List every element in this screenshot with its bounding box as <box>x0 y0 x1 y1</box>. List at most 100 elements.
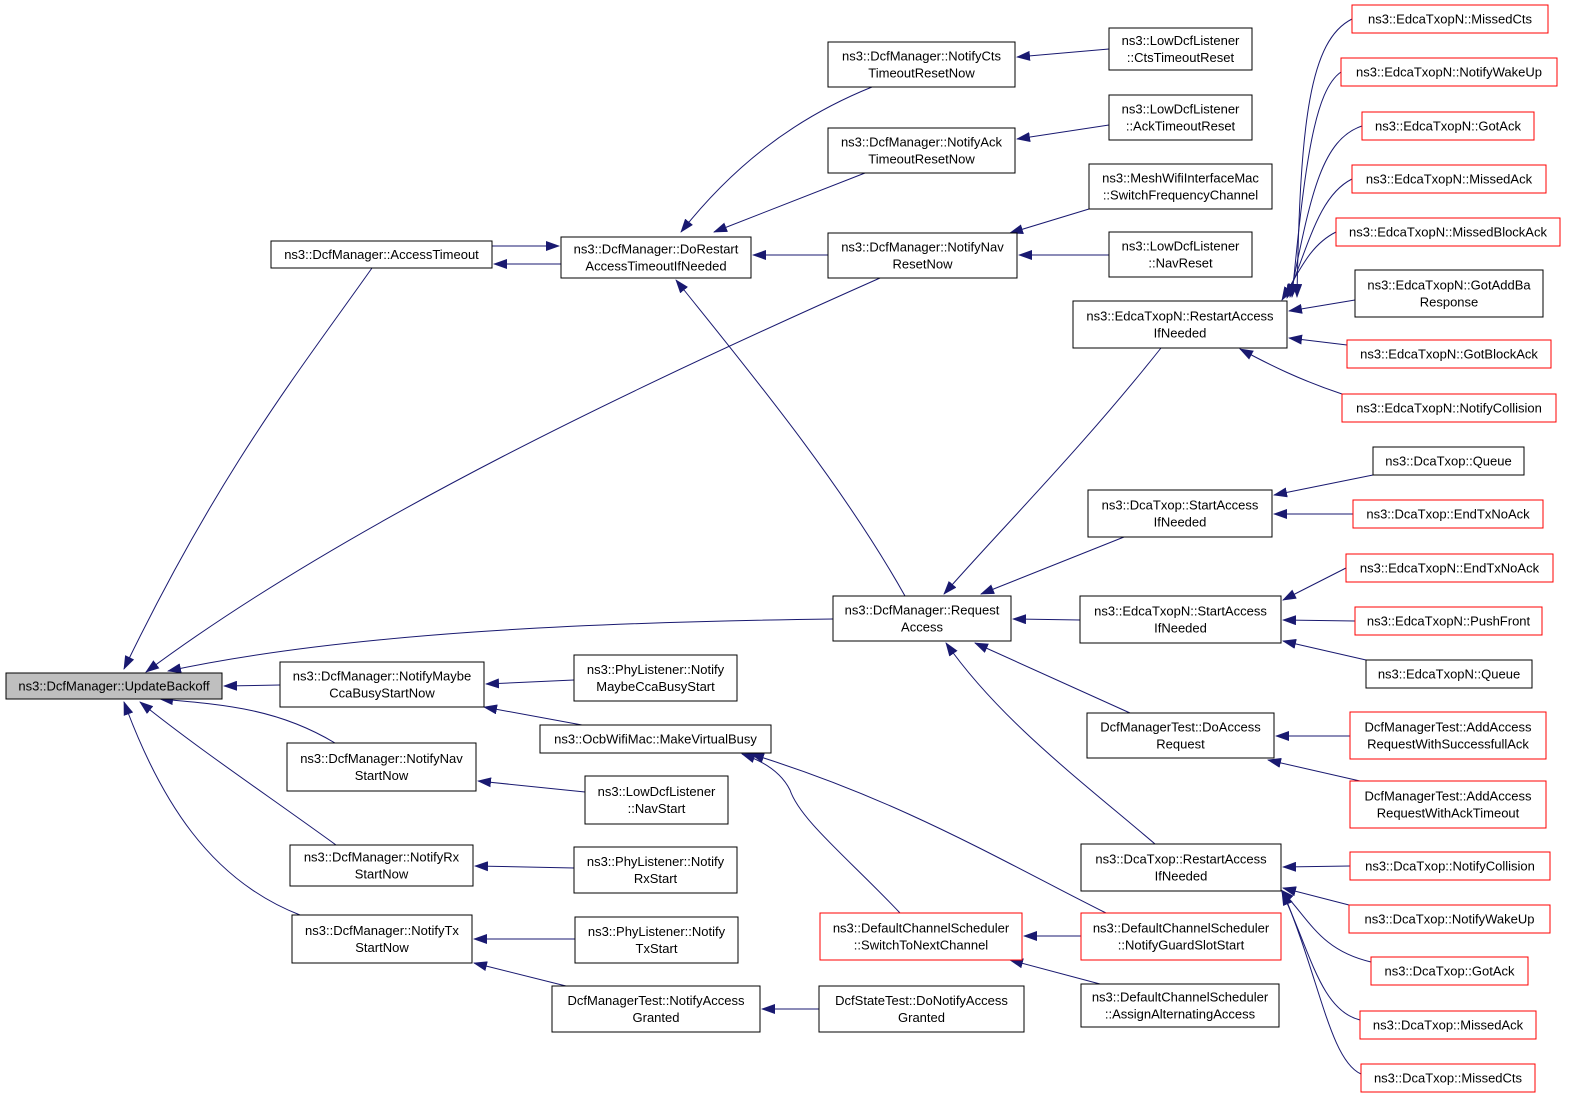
function-node[interactable]: ns3::DcfManager::AccessTimeout <box>270 240 493 269</box>
function-node[interactable]: ns3::DcfManager::NotifyMaybeCcaBusyStart… <box>279 661 485 708</box>
call-edge <box>680 86 873 233</box>
call-edge <box>485 678 575 689</box>
function-node[interactable]: DcfManagerTest::AddAccessRequestWithAckT… <box>1349 780 1547 829</box>
function-node[interactable]: ns3::DcaTxop::MissedAck <box>1359 1010 1537 1040</box>
node-box <box>1345 553 1554 583</box>
node-label: ns3::DcfManager::NotifyNav <box>300 751 463 766</box>
node-box <box>539 724 772 754</box>
node-box <box>1340 57 1558 87</box>
node-box <box>1080 983 1280 1028</box>
function-node[interactable]: ns3::EdcaTxopN::MissedBlockAck <box>1335 217 1561 247</box>
node-label: ns3::DcfManager::NotifyTx <box>305 923 459 938</box>
function-node[interactable]: ns3::PhyListener::NotifyMaybeCcaBusyStar… <box>573 654 738 702</box>
node-box <box>1354 269 1544 318</box>
function-node[interactable]: ns3::LowDcfListener::CtsTimeoutReset <box>1108 27 1253 71</box>
node-label: ns3::EdcaTxopN::EndTxNoAck <box>1360 561 1540 576</box>
node-box <box>1351 164 1547 194</box>
call-edge <box>1282 886 1350 906</box>
function-node[interactable]: ns3::DcaTxop::NotifyWakeUp <box>1348 904 1551 934</box>
function-node[interactable]: ns3::EdcaTxopN::EndTxNoAck <box>1345 553 1554 583</box>
function-node[interactable]: ns3::DcaTxop::NotifyCollision <box>1349 851 1551 881</box>
function-node[interactable]: ns3::LowDcfListener::AckTimeoutReset <box>1108 94 1253 141</box>
node-label: AccessTimeoutIfNeeded <box>585 259 726 274</box>
function-node[interactable]: ns3::EdcaTxopN::GotAck <box>1361 111 1535 141</box>
function-node[interactable]: ns3::DcaTxop::MissedCts <box>1360 1063 1536 1093</box>
node-label: DcfManagerTest::NotifyAccess <box>567 993 745 1008</box>
node-box <box>1086 712 1275 759</box>
call-edge <box>123 701 301 916</box>
function-node[interactable]: DcfManagerTest::AddAccessRequestWithSucc… <box>1349 711 1547 760</box>
node-box <box>1080 843 1282 892</box>
call-edge <box>1287 125 1363 298</box>
function-node[interactable]: ns3::DefaultChannelScheduler::NotifyGuar… <box>1080 912 1282 961</box>
node-box <box>1352 499 1544 529</box>
node-label: ns3::EdcaTxopN::GotAck <box>1375 119 1521 134</box>
function-node[interactable]: ns3::OcbWifiMac::MakeVirtualBusy <box>539 724 772 754</box>
node-label: ns3::DcaTxop::MissedCts <box>1374 1071 1523 1086</box>
function-node[interactable]: ns3::DefaultChannelScheduler::SwitchToNe… <box>819 912 1023 961</box>
node-label: DcfStateTest::DoNotifyAccess <box>835 993 1008 1008</box>
node-label: ns3::DcaTxop::NotifyWakeUp <box>1364 912 1534 927</box>
function-node[interactable]: ns3::DcaTxop::EndTxNoAck <box>1352 499 1544 529</box>
function-node[interactable]: ns3::MeshWifiInterfaceMac::SwitchFrequen… <box>1088 163 1273 210</box>
function-node[interactable]: ns3::DcfManager::NotifyAckTimeoutResetNo… <box>827 127 1016 174</box>
node-box <box>279 661 485 708</box>
function-node[interactable]: ns3::DcaTxop::Queue <box>1372 446 1525 476</box>
node-label: ns3::PhyListener::Notify <box>588 924 726 939</box>
node-box <box>1079 595 1282 644</box>
node-label: ns3::DcaTxop::RestartAccess <box>1095 852 1267 867</box>
node-box <box>1341 393 1557 423</box>
function-node[interactable]: ns3::EdcaTxopN::NotifyWakeUp <box>1340 57 1558 87</box>
function-node[interactable]: ns3::EdcaTxopN::NotifyCollision <box>1341 393 1557 423</box>
function-node[interactable]: ns3::LowDcfListener::NavReset <box>1108 231 1253 278</box>
call-edge <box>1288 71 1342 298</box>
node-box <box>1372 446 1525 476</box>
node-box <box>289 844 474 887</box>
function-node[interactable]: ns3::EdcaTxopN::MissedCts <box>1351 4 1549 34</box>
call-edge <box>1282 615 1356 626</box>
function-node[interactable]: ns3::EdcaTxopN::Queue <box>1365 659 1533 689</box>
node-box <box>1359 1010 1537 1040</box>
call-edge <box>474 861 575 872</box>
node-box <box>270 240 493 269</box>
function-node[interactable]: ns3::EdcaTxopN::PushFront <box>1354 606 1543 636</box>
node-label: ns3::DcfManager::NotifyCts <box>842 49 1001 64</box>
node-label: ns3::DcfManager::UpdateBackoff <box>18 679 210 694</box>
node-label: StartNow <box>355 940 409 955</box>
node-box <box>1349 711 1547 760</box>
node-label: DcfManagerTest::AddAccess <box>1365 720 1532 735</box>
root-function-node[interactable]: ns3::DcfManager::UpdateBackoff <box>5 672 223 700</box>
call-edge <box>943 347 1162 595</box>
function-node[interactable]: ns3::LowDcfListener::NavStart <box>584 775 729 825</box>
node-label: DcfManagerTest::AddAccess <box>1365 789 1532 804</box>
node-label: RxStart <box>634 871 678 886</box>
function-node[interactable]: ns3::DcfManager::DoRestartAccessTimeoutI… <box>560 236 752 279</box>
node-box <box>1349 780 1547 829</box>
function-node[interactable]: ns3::EdcaTxopN::MissedAck <box>1351 164 1547 194</box>
function-node[interactable]: ns3::EdcaTxopN::GotBlockAck <box>1346 339 1552 369</box>
node-box <box>573 654 738 702</box>
function-node[interactable]: ns3::DcaTxop::GotAck <box>1370 956 1529 986</box>
call-edge <box>1288 334 1348 346</box>
function-node[interactable]: ns3::DefaultChannelScheduler::AssignAlte… <box>1080 983 1280 1028</box>
function-node[interactable]: ns3::DcfManager::NotifyCtsTimeoutResetNo… <box>827 41 1016 88</box>
node-label: RequestWithSuccessfullAck <box>1367 737 1529 752</box>
node-label: ns3::EdcaTxopN::RestartAccess <box>1086 309 1274 324</box>
node-box <box>584 775 729 825</box>
call-edge <box>123 267 373 670</box>
